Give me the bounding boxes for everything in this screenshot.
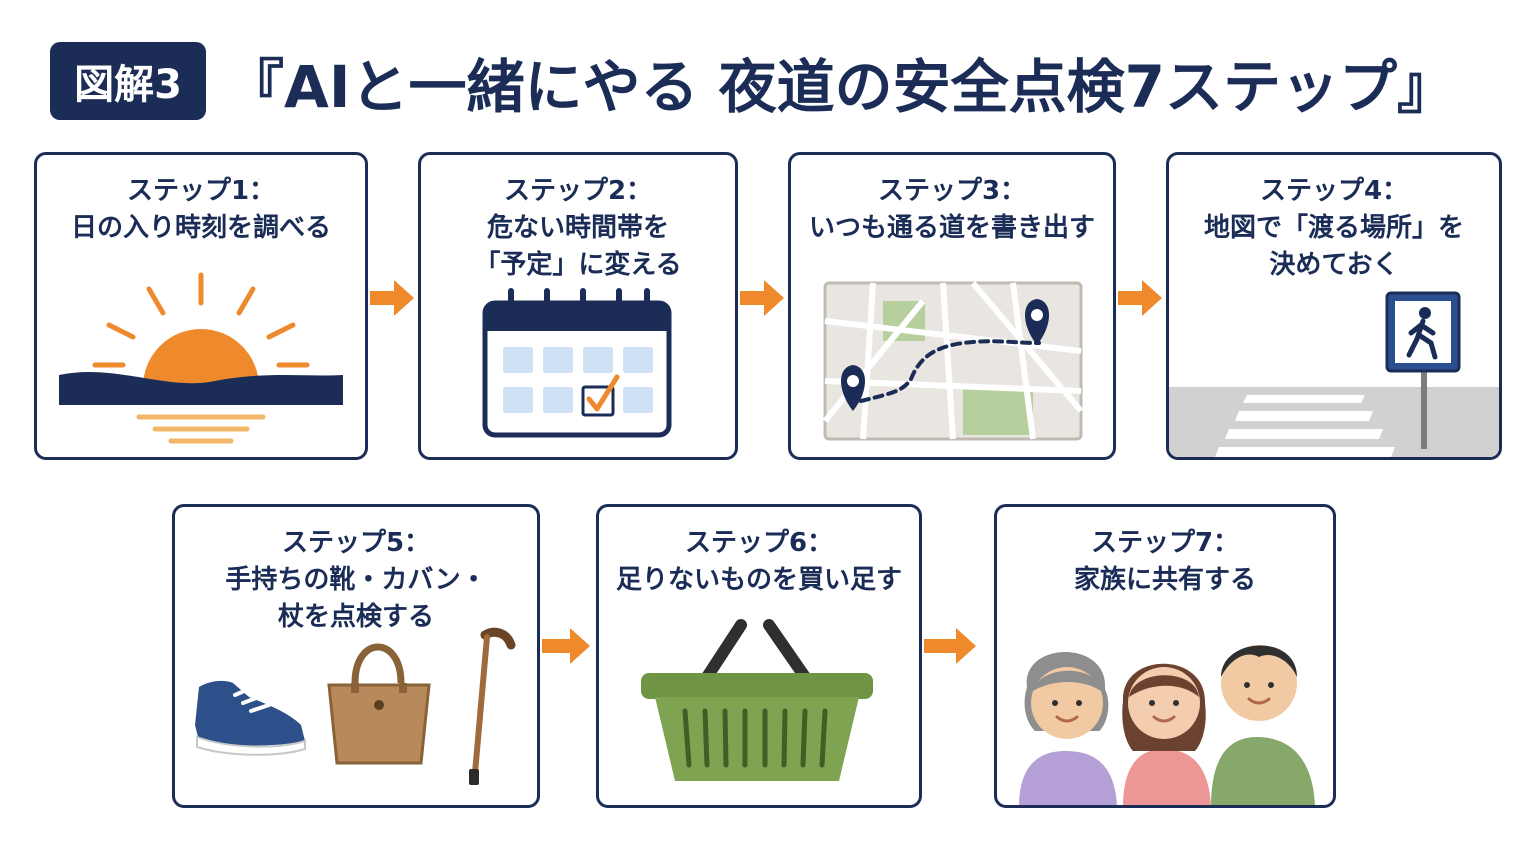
step-text-line: 杖を点検する xyxy=(277,602,434,632)
step-text-line: 危ない時間帯を xyxy=(486,213,669,243)
step-card-2: ステップ2： 危ない時間帯を 「予定」に変える xyxy=(418,152,738,460)
calendar-icon xyxy=(482,288,672,438)
arrow-right-icon xyxy=(1118,280,1162,316)
arrow-right-icon xyxy=(370,280,414,316)
step-text-line: 家族に共有する xyxy=(1073,565,1256,595)
page-title: 『AIと一緒にやる 夜道の安全点検7ステップ』 xyxy=(226,53,1456,121)
step-text-line: 決めておく xyxy=(1269,250,1399,280)
step-text-line: 日の入り時刻を調べる xyxy=(70,213,331,243)
step-card-5: ステップ5： 手持ちの靴・カバン・ 杖を点検する xyxy=(172,504,540,808)
step-card-7: ステップ7： 家族に共有する xyxy=(994,504,1336,808)
step-card-1: ステップ1： 日の入り時刻を調べる xyxy=(34,152,368,460)
figure-badge: 図解3 xyxy=(50,42,206,120)
step-label: ステップ5： xyxy=(281,528,431,558)
step-text-line: 地図で「渡る場所」を xyxy=(1203,213,1464,243)
step-label: ステップ4： xyxy=(1259,176,1409,206)
step-text-line: 手持ちの靴・カバン・ xyxy=(225,565,487,595)
step-label: ステップ1： xyxy=(126,176,276,206)
map-route-icon xyxy=(823,281,1083,441)
step-card-3: ステップ3： いつも通る道を書き出す xyxy=(788,152,1116,460)
step-label: ステップ3： xyxy=(877,176,1027,206)
step-text-line: 「予定」に変える xyxy=(474,250,682,280)
family-icon xyxy=(1019,645,1315,805)
crosswalk-icon xyxy=(1169,291,1499,457)
sunset-icon xyxy=(59,272,343,444)
arrow-right-icon xyxy=(924,628,976,664)
arrow-right-icon xyxy=(542,628,590,664)
step-label: ステップ2： xyxy=(503,176,653,206)
arrow-right-icon xyxy=(740,280,784,316)
step-card-6: ステップ6： 足りないものを買い足す xyxy=(596,504,922,808)
step-text-line: いつも通る道を書き出す xyxy=(808,213,1095,243)
shoe-bag-cane-icon xyxy=(195,627,516,785)
step-label: ステップ7： xyxy=(1090,528,1240,558)
shopping-basket-icon xyxy=(641,619,873,781)
step-label: ステップ6： xyxy=(684,528,834,558)
step-card-4: ステップ4： 地図で「渡る場所」を 決めておく xyxy=(1166,152,1502,460)
step-text-line: 足りないものを買い足す xyxy=(615,565,902,595)
